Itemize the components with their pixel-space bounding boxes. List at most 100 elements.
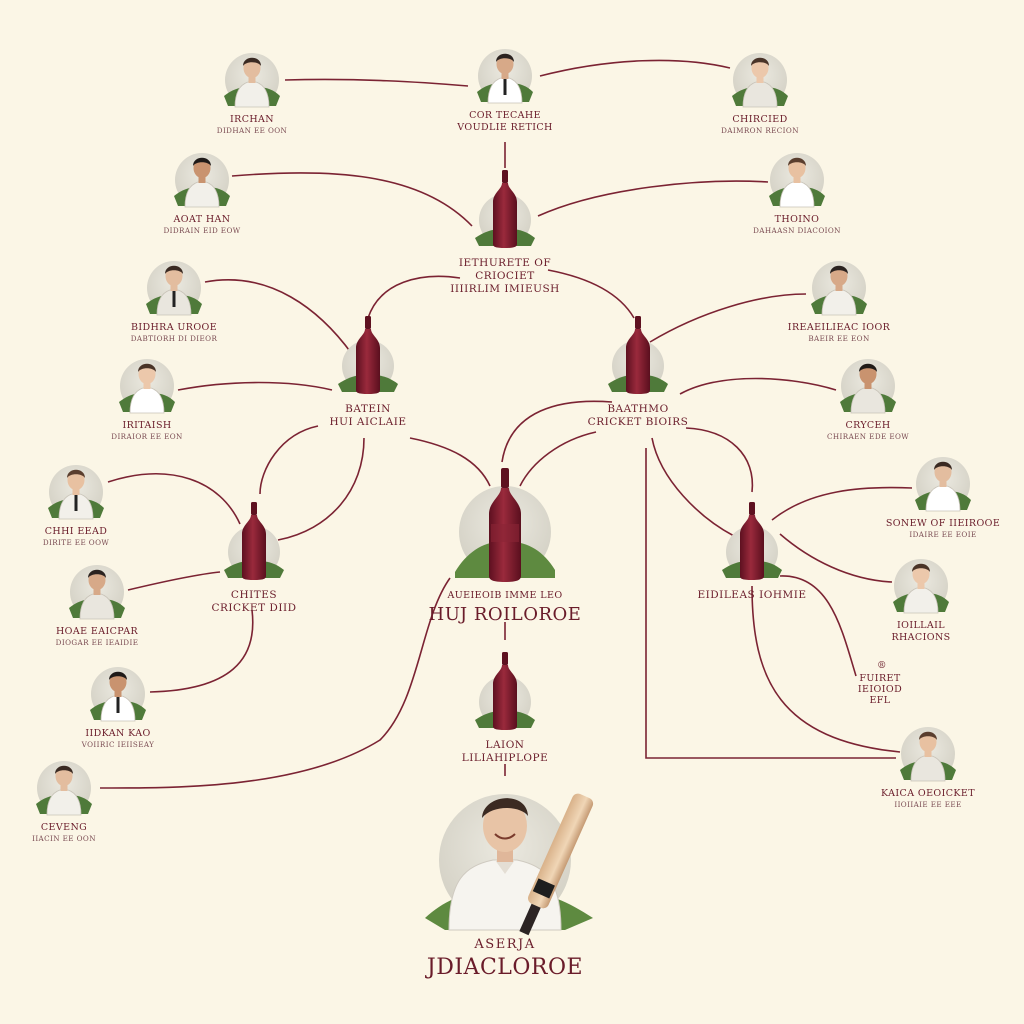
- person-title: IIOIIAIE EE EEE: [894, 800, 961, 809]
- hub-label-3: IIIIRLIM IMIEUSH: [450, 283, 560, 295]
- edge: [519, 431, 597, 487]
- person-icon: [925, 461, 961, 512]
- hub-label-1: LAION: [486, 739, 525, 751]
- person-title: CHIRAEN EDE EOW: [827, 432, 909, 441]
- person-icon: [850, 363, 886, 414]
- person-name: IOILLAIL: [897, 620, 945, 631]
- person-name: IRCHAN: [230, 114, 274, 125]
- featured-label-1: ASERJA: [473, 937, 535, 952]
- hub-label-2: CRIOCIET: [475, 270, 535, 282]
- person-name: AOAT HAN: [172, 214, 230, 225]
- edge: [501, 400, 613, 463]
- person-name: CRYCEH: [845, 420, 890, 431]
- center-label-2: HUJ ROILOROE: [429, 604, 582, 625]
- side-note: ® FUIRET IEIOIOD EFL: [858, 660, 902, 706]
- person-title: DABTIORH DI DIEOR: [131, 334, 218, 343]
- edge: [779, 533, 893, 583]
- person-title: DIDRAIN EID EOW: [163, 226, 240, 235]
- center-hub[interactable]: AUEIEOIB IMME LEO HUJ ROILOROE: [429, 468, 582, 625]
- hub-label-1: BATEIN: [345, 403, 391, 415]
- person-icon: [184, 157, 220, 208]
- edge: [127, 571, 221, 591]
- edge: [277, 437, 365, 541]
- person-icon: [79, 569, 115, 620]
- edge: [645, 448, 896, 759]
- hub-node[interactable]: EIDILEAS IOHMIE: [697, 502, 806, 601]
- edge: [539, 59, 731, 77]
- edge: [367, 275, 461, 319]
- edge: [547, 269, 635, 319]
- edge: [779, 575, 857, 677]
- person-name: IRITAISH: [122, 420, 171, 431]
- person-title: DIRAIOR EE EON: [111, 432, 182, 441]
- hub-label-2: LILIAHIPLOPE: [462, 752, 549, 764]
- person-title: RHACIONS: [891, 632, 950, 643]
- wine-bottle-icon: [740, 502, 764, 580]
- side-note-line-2: IEIOIOD: [858, 684, 902, 695]
- hub-label-2: CRICKET BIOIRS: [588, 416, 689, 428]
- person-name: SONEW OF IIEIROOE: [886, 518, 1000, 529]
- edge: [177, 381, 333, 391]
- person-icon: [100, 671, 136, 722]
- person-name: KAICA OEOICKET: [881, 788, 975, 799]
- edge: [99, 577, 451, 789]
- person-icon: [821, 265, 857, 316]
- person-name: CHHI EEAD: [45, 526, 108, 537]
- person-title: VOUDLIE RETICH: [456, 122, 552, 133]
- person-icon: [234, 57, 270, 108]
- person-title: DAHAASN DIACOION: [753, 226, 841, 235]
- hub-label-1: IETHURETE OF: [459, 257, 551, 269]
- wine-bottle-icon: [489, 468, 521, 582]
- cricket-bat-icon: [519, 793, 594, 936]
- side-note-line-3: EFL: [869, 695, 890, 706]
- edge: [204, 279, 353, 355]
- person-name: IIDKAN KAO: [85, 728, 150, 739]
- person-icon: [487, 53, 523, 104]
- side-note-mark: ®: [877, 660, 887, 671]
- edge: [149, 609, 254, 693]
- person-name: BIDHRA UROOE: [131, 322, 217, 333]
- person-icon: [903, 563, 939, 614]
- hub-label-1: EIDILEAS IOHMIE: [697, 589, 806, 601]
- edge: [751, 585, 901, 753]
- hub-label-2: HUI AICLAIE: [329, 416, 406, 428]
- hub-label-1: BAATHMO: [607, 403, 668, 415]
- edge: [259, 425, 319, 495]
- edge: [679, 377, 837, 395]
- edge: [649, 293, 807, 343]
- edge: [685, 427, 754, 493]
- wine-bottle-icon: [493, 170, 517, 248]
- person-title: DIOGAR EE IEAIDIE: [56, 638, 139, 647]
- edge: [231, 172, 473, 227]
- person-name: CEVENG: [41, 822, 87, 833]
- edge: [409, 437, 491, 487]
- wine-bottle-icon: [356, 316, 380, 394]
- featured-player[interactable]: ASERJA JDIACLOROE: [425, 792, 595, 980]
- person-icon: [742, 57, 778, 108]
- center-label-1: AUEIEOIB IMME LEO: [446, 590, 562, 601]
- person-name: COR TECAHE: [469, 110, 541, 121]
